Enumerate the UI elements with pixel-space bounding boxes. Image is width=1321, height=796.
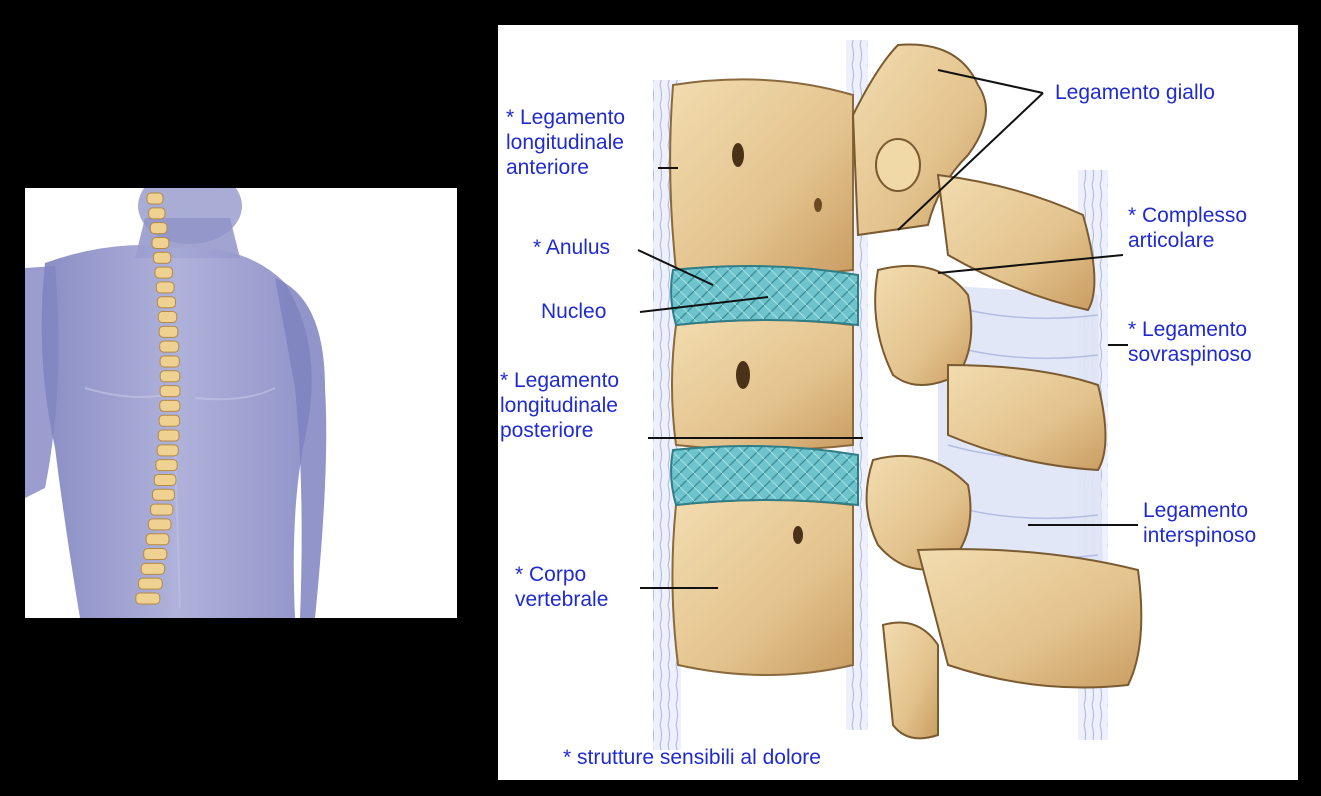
vertebra-icon [147, 193, 163, 204]
label-legamento-giallo: Legamento giallo [1055, 80, 1215, 105]
vertebra-icon [155, 267, 172, 278]
torso-spine-icon [25, 188, 457, 618]
vertebra-icon [148, 519, 171, 530]
vertebra-icon [160, 400, 180, 411]
vertebra-icon [156, 282, 174, 293]
disc-upper [671, 266, 858, 325]
vertebra-icon [160, 386, 180, 397]
vertebra-icon [160, 341, 179, 352]
torso-spine-illustration [25, 188, 457, 618]
vertebra-icon [151, 504, 173, 515]
vertebra-icon [159, 326, 178, 337]
vertebra-icon [153, 489, 175, 500]
vertebra-icon [154, 474, 176, 485]
vertebra-icon [150, 223, 167, 234]
vertebra-icon [141, 563, 164, 574]
vertebra-icon [152, 237, 169, 248]
disc-lower [671, 446, 858, 505]
vertebra-icon [160, 356, 179, 367]
vertebra-icon [159, 415, 179, 426]
vertebra-icon [144, 549, 167, 560]
vertebra-icon [136, 593, 160, 604]
vertebra-icon [158, 430, 179, 441]
vertebra-icon [157, 445, 178, 456]
vertebra-icon [139, 578, 163, 589]
vertebra-icon [154, 252, 171, 263]
vertebra-icon [149, 208, 165, 219]
footnote-strutture-sensibili: * strutture sensibili al dolore [563, 745, 821, 770]
vertebra-icon [160, 371, 180, 382]
vertebra-icon [156, 460, 177, 471]
label-anulus: * Anulus [533, 235, 610, 260]
vertebra-icon [157, 297, 175, 308]
vertebra-icon [146, 534, 169, 545]
vertebra-icon [158, 312, 176, 323]
label-nucleo: Nucleo [541, 299, 606, 324]
